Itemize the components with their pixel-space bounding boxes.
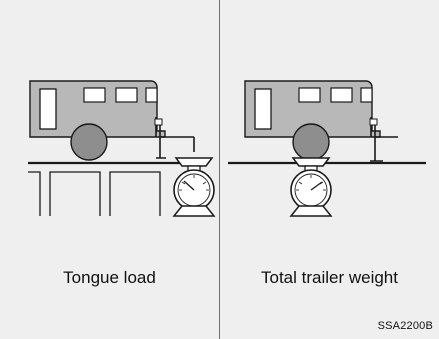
trailer-window-1 bbox=[84, 88, 105, 102]
scale-top bbox=[176, 158, 212, 166]
scale-base bbox=[174, 206, 214, 216]
hitch-plate bbox=[370, 119, 377, 125]
tongue-load-illustration bbox=[0, 0, 219, 260]
caption-tongue-load: Tongue load bbox=[0, 268, 219, 288]
hitch-plate bbox=[155, 119, 162, 125]
trailer-door bbox=[40, 89, 56, 129]
trailer-window-2 bbox=[116, 88, 137, 102]
total-weight-illustration bbox=[220, 0, 439, 260]
trailer-wheel bbox=[71, 124, 107, 160]
caption-total-trailer-weight: Total trailer weight bbox=[220, 268, 439, 288]
scale-base bbox=[291, 206, 331, 216]
trailer-window-2 bbox=[331, 88, 352, 102]
tongue-load-panel: Tongue load bbox=[0, 0, 219, 339]
scale-top bbox=[293, 158, 329, 166]
trailer-door bbox=[255, 89, 271, 129]
trailer-window-1 bbox=[299, 88, 320, 102]
total-weight-panel: Total trailer weight bbox=[220, 0, 439, 339]
trailer-window-3 bbox=[361, 88, 372, 102]
figure-code: SSA2200B bbox=[378, 320, 433, 332]
trailer-window-3 bbox=[146, 88, 157, 102]
road-blocks bbox=[28, 172, 160, 216]
trailer-wheel bbox=[293, 124, 329, 160]
